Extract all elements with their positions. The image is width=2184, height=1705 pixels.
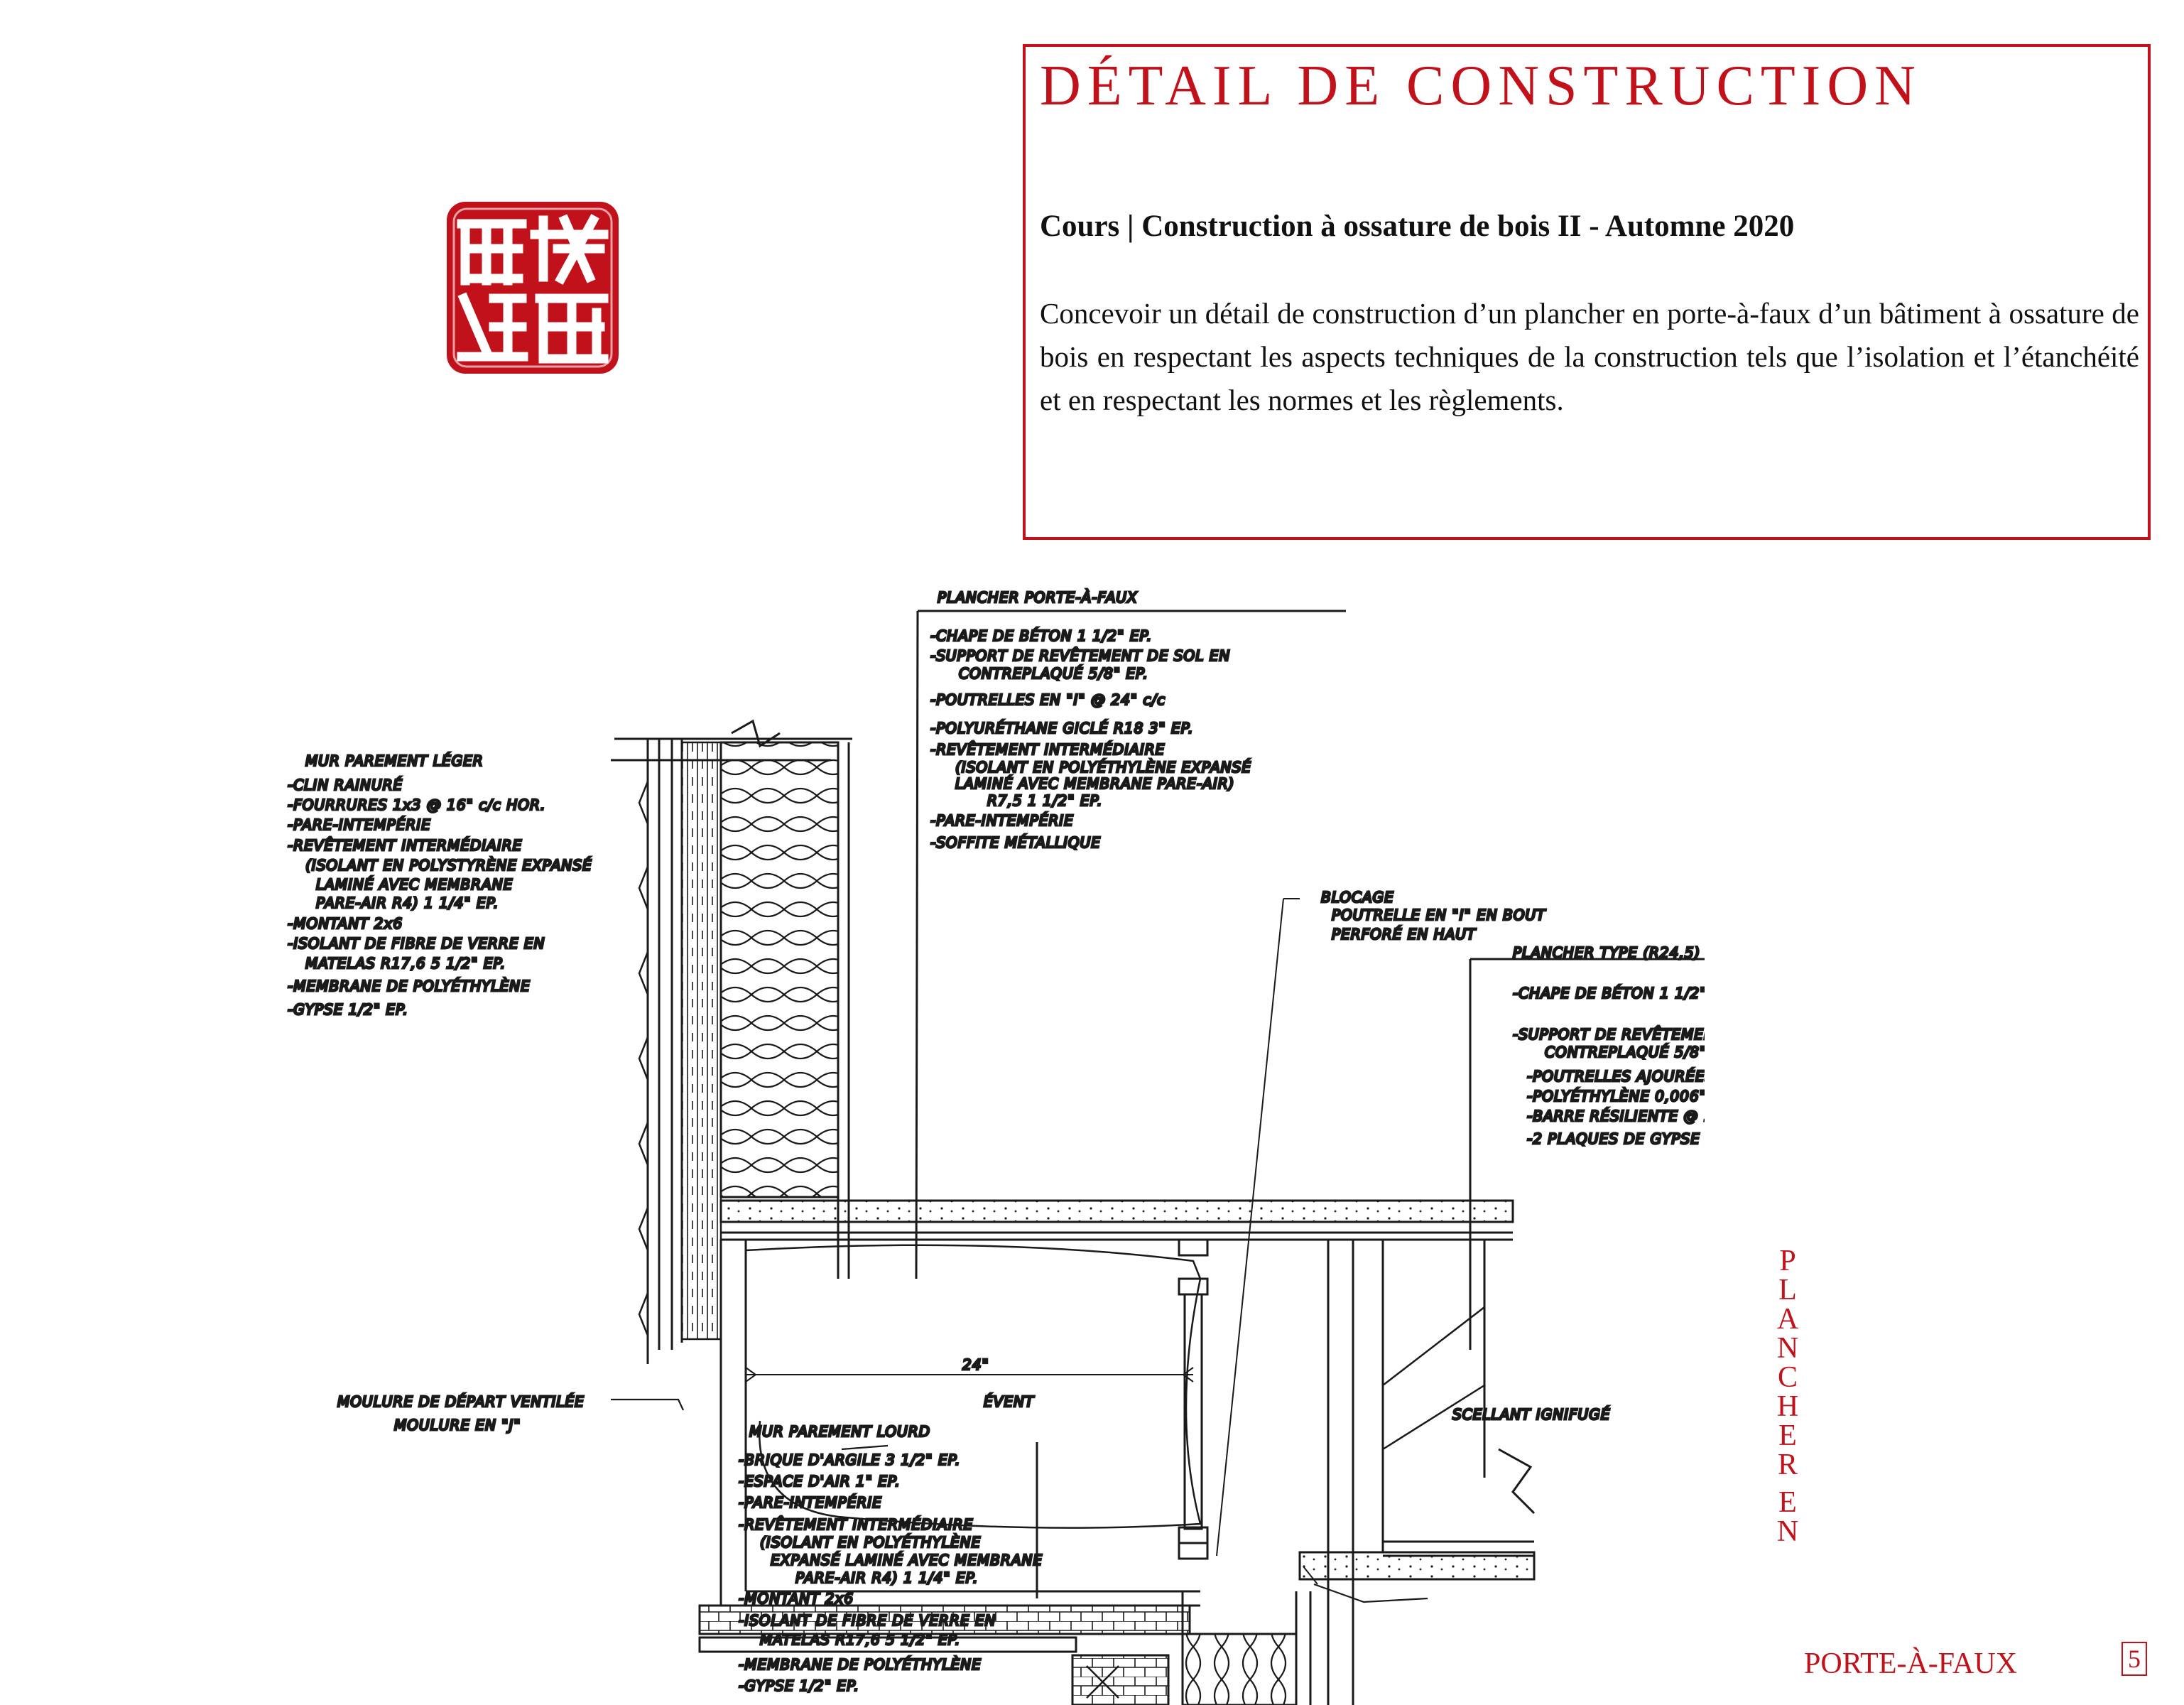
plancher-porte-a-faux-item: LAMINÉ AVEC MEMBRANE PARE-AIR)	[955, 775, 1234, 792]
plancher-porte-a-faux-item: -CHAPE DE BÉTON 1 1/2" EP.	[930, 627, 1152, 644]
seal-stamp-icon	[447, 202, 619, 374]
plancher-porte-a-faux-item: R7,5 1 1/2" EP.	[987, 792, 1102, 809]
mur-lourd-item: EXPANSÉ LAMINÉ AVEC MEMBRANE	[771, 1552, 1043, 1569]
plancher-porte-a-faux-item: -PARE-INTEMPÉRIE	[930, 812, 1074, 829]
plancher-type-item: -2 PLAQUES DE GYPSE IGNIFUGÉ 5/8" EP.	[1527, 1130, 1705, 1147]
vertical-letter: N	[1776, 1332, 1799, 1365]
blocage-label: POUTRELLE EN "I" EN BOUT	[1332, 906, 1546, 924]
heavy-wall	[1071, 1566, 1318, 1705]
mur-lourd-title: MUR PAREMENT LOURD	[749, 1423, 930, 1440]
vertical-letter: E	[1778, 1419, 1797, 1452]
vertical-letter: A	[1776, 1303, 1799, 1336]
typical-floor	[1298, 1238, 1536, 1705]
plancher-porte-a-faux-item: (ISOLANT EN POLYÉTHYLÈNE EXPANSÉ	[955, 759, 1251, 776]
light-wall	[614, 719, 852, 1364]
plancher-type-item: -BARRE RÉSILIENTE @ 16" c/c	[1527, 1108, 1705, 1125]
cantilever-floor	[698, 1199, 1514, 1653]
vertical-letter: C	[1777, 1361, 1798, 1394]
mur-lourd-item: -PARE-INTEMPÉRIE	[739, 1494, 882, 1511]
page-number: 5	[2121, 1642, 2147, 1676]
blocage-label: PERFORÉ EN HAUT	[1332, 926, 1477, 943]
mur-leger-item: -FOURRURES 1x3 @ 16" c/c HOR.	[288, 796, 545, 813]
blocking-joist	[1178, 898, 1300, 1560]
plancher-porte-a-faux-item: -POLYURÉTHANE GICLÉ R18 3" EP.	[930, 720, 1193, 737]
page-title: DÉTAIL DE CONSTRUCTION	[1040, 55, 1922, 117]
mur-lourd-item: MATELAS R17,6 5 1/2" EP.	[760, 1631, 960, 1648]
vertical-letter: R	[1777, 1449, 1798, 1481]
construction-detail-drawing: PLANCHER PORTE-À-FAUX -CHAPE DE BÉTON 1 …	[287, 588, 1705, 1705]
description: Concevoir un détail de construction d’un…	[1040, 297, 2139, 416]
mur-lourd-item: -GYPSE 1/2" EP.	[739, 1677, 859, 1694]
plancher-type-item: -POUTRELLES AJOURÉES @ 24" c/c	[1527, 1068, 1705, 1085]
mur-lourd-item: (ISOLANT EN POLYÉTHYLÈNE	[760, 1534, 981, 1551]
plancher-porte-a-faux-item: -POUTRELLES EN "I" @ 24" c/c	[930, 691, 1166, 708]
vertical-letter: H	[1776, 1390, 1799, 1423]
plancher-porte-a-faux-item: -SUPPORT DE REVÊTEMENT DE SOL EN	[930, 647, 1230, 664]
mur-leger-item: -CLIN RAINURÉ	[288, 776, 403, 794]
moulure-j-label: MOULURE EN "J"	[394, 1417, 521, 1434]
mur-lourd-item: -REVÊTEMENT INTERMÉDIAIRE	[739, 1516, 973, 1533]
mur-lourd-item: -MEMBRANE DE POLYÉTHYLÈNE	[739, 1656, 982, 1673]
plancher-type-item: -POLYÉTHYLÈNE 0,006" EP.	[1527, 1088, 1705, 1105]
mur-leger-item: -MEMBRANE DE POLYÉTHYLÈNE	[288, 978, 531, 995]
vertical-label: P L A N C H E R E N	[1771, 1245, 1804, 1548]
mur-leger-title: MUR PAREMENT LÉGER	[305, 752, 484, 769]
mur-lourd-item: -MONTANT 2x6	[739, 1590, 854, 1607]
moulure-depart-label: MOULURE DE DÉPART VENTILÉE	[337, 1393, 585, 1410]
plancher-type-item: -CHAPE DE BÉTON 1 1/2" EP.	[1513, 985, 1705, 1002]
vertical-letter: P	[1779, 1245, 1796, 1277]
dimension-label: 24"	[962, 1356, 989, 1373]
mur-leger-item: MATELAS R17,6 5 1/2" EP.	[305, 955, 506, 972]
mur-leger-item: LAMINÉ AVEC MEMBRANE	[316, 876, 513, 893]
mur-lourd-item: -BRIQUE D'ARGILE 3 1/2" EP.	[739, 1451, 960, 1468]
plancher-type-item: -SUPPORT DE REVÊTEMENT DE SOL EN	[1513, 1026, 1705, 1043]
scellant-label: SCELLANT IGNIFUGÉ	[1452, 1406, 1610, 1423]
porte-a-faux-label: PORTE-À-FAUX	[1804, 1647, 2018, 1680]
vertical-letter: N	[1776, 1515, 1799, 1548]
course-line: Cours | Construction à ossature de bois …	[1040, 210, 1795, 243]
event-label: ÉVENT	[984, 1393, 1035, 1410]
mur-leger-item: -REVÊTEMENT INTERMÉDIAIRE	[288, 837, 522, 854]
info-box: DÉTAIL DE CONSTRUCTION Cours | Construct…	[1023, 44, 2151, 540]
plancher-porte-a-faux-item: CONTREPLAQUÉ 5/8" EP.	[959, 665, 1148, 682]
mur-leger-item: -GYPSE 1/2" EP.	[288, 1001, 408, 1018]
plancher-type-item: CONTREPLAQUÉ 5/8" EP.	[1545, 1044, 1705, 1061]
mur-lourd-item: -ESPACE D'AIR 1" EP.	[739, 1473, 901, 1490]
plancher-porte-a-faux-item: -REVÊTEMENT INTERMÉDIAIRE	[930, 741, 1165, 758]
mur-leger-item: PARE-AIR R4) 1 1/4" EP.	[316, 894, 499, 911]
vertical-letter: L	[1778, 1274, 1797, 1306]
plancher-type-title: PLANCHER TYPE (R24,5) CCQ F34a	[1513, 944, 1705, 961]
vertical-letter: E	[1778, 1486, 1797, 1519]
mur-leger-item: -PARE-INTEMPÉRIE	[288, 816, 431, 833]
mur-leger-item: -ISOLANT DE FIBRE DE VERRE EN	[288, 935, 545, 952]
plancher-porte-a-faux-title: PLANCHER PORTE-À-FAUX	[938, 589, 1138, 606]
mur-lourd-item: -ISOLANT DE FIBRE DE VERRE EN	[739, 1612, 996, 1629]
mur-leger-item: (ISOLANT EN POLYSTYRÈNE EXPANSÉ	[305, 857, 592, 874]
blocage-label: BLOCAGE	[1321, 889, 1394, 906]
mur-leger-item: -MONTANT 2x6	[288, 915, 403, 932]
mur-lourd-item: PARE-AIR R4) 1 1/4" EP.	[795, 1569, 978, 1586]
plancher-porte-a-faux-item: -SOFFITE MÉTALLIQUE	[930, 834, 1101, 851]
